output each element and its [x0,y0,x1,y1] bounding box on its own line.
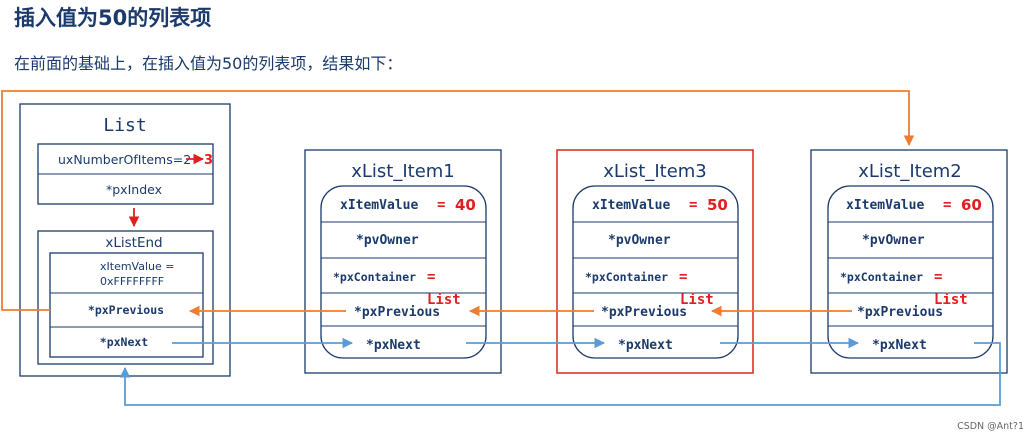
list-end-previous-arrow [1,90,915,311]
page-subheading: 在前面的基础上，在插入值为50的列表项，结果如下： [14,54,403,73]
item-px-container-label: *pxContainer [333,270,416,284]
item-px-next: *pxNext [618,338,673,353]
item-value: 40 [455,196,476,214]
item2-next-arrow [119,342,1001,406]
item-outer-box [304,149,502,374]
item-px-container-value: List [427,292,461,308]
list-title: List [103,115,146,136]
item-value-eq: = [437,197,445,213]
list-num-items-new: 3 [204,153,213,168]
list-end-box [37,230,214,365]
list-end-item-value-line2: 0xFFFFFFFF [100,275,164,288]
list-end-title: xListEnd [105,235,162,251]
item-pv-owner: *pvOwner [862,233,925,248]
item-px-container-label: *pxContainer [840,270,923,284]
list-end-px-previous: *pxPrevious [88,303,164,317]
item-value-label: xItemValue [592,198,670,213]
item-px-previous: *pxPrevious [601,305,687,320]
page-heading: 插入值为50的列表项 [14,6,212,30]
list-end-inner-box [49,252,204,358]
item-value-label: xItemValue [846,198,924,213]
item-px-container-value: List [934,292,968,308]
item-px-container-eq: = [427,269,435,285]
list-end-item-value-line1: xItemValue = [100,260,174,273]
item-px-container-value: List [680,292,714,308]
item-value-label: xItemValue [340,198,418,213]
item-px-container-eq: = [679,269,687,285]
previous-pointer-arrows [1,90,915,317]
item-px-container-label: *pxContainer [585,270,668,284]
item-inner-box [320,185,487,359]
item-value-eq: = [689,197,697,213]
next-pointer-arrows [119,337,1001,406]
item-value: 60 [961,196,982,214]
list-px-index: *pxIndex [106,182,162,197]
list-item-1: xList_Item1 xItemValue = 40 *pvOwner *px… [304,149,502,374]
list-item-3: xList_Item3 xItemValue = 50 *pvOwner *px… [556,149,754,374]
item-title: xList_Item1 [351,161,455,182]
item-px-next: *pxNext [366,338,421,353]
item-px-container-eq: = [934,269,942,285]
item-inner-box [827,185,994,359]
item-outer-box [810,149,1008,374]
item-value: 50 [707,196,728,214]
watermark: CSDN @Ant?1 [957,421,1024,432]
item-outer-box-highlighted [556,149,754,374]
item-title: xList_Item3 [603,161,707,182]
list-structure: List uxNumberOfItems=2 3 *pxIndex xListE… [19,103,231,377]
item-pv-owner: *pvOwner [608,233,671,248]
item-px-previous: *pxPrevious [354,305,440,320]
item-inner-box [572,185,739,359]
list-num-items: uxNumberOfItems=2 [58,152,191,167]
item-px-previous: *pxPrevious [857,305,943,320]
list-end-px-next: *pxNext [100,335,149,349]
item-px-next: *pxNext [872,338,927,353]
item-value-eq: = [943,197,951,213]
item-pv-owner: *pvOwner [356,233,419,248]
list-item-2: xList_Item2 xItemValue = 60 *pvOwner *px… [810,149,1008,374]
item-title: xList_Item2 [858,161,962,182]
